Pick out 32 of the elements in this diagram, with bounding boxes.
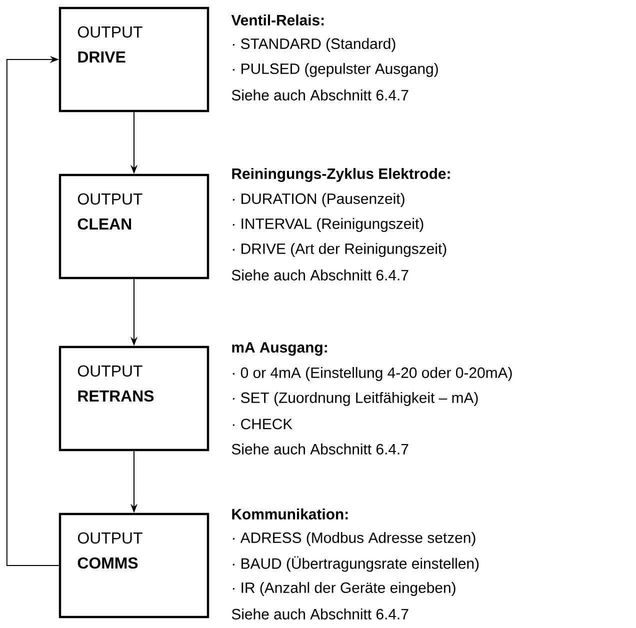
description-line: · DURATION (Pausenzeit)	[232, 193, 404, 207]
description-line: Siehe auch Abschnitt 6.4.7	[232, 90, 408, 100]
section-heading: Kommunikation:	[232, 508, 348, 520]
box-label: COMMS	[78, 557, 138, 569]
box-label: OUTPUT	[78, 532, 142, 544]
description-line: Siehe auch Abschnitt 6.4.7	[232, 608, 408, 620]
description-line: · IR (Anzahl der Geräte eingeben)	[232, 582, 456, 596]
description-line: · INTERVAL (Reinigungszeit)	[232, 218, 424, 232]
description-line: · 0 or 4mA (Einstellung 4-20 oder 0-20mA)	[232, 367, 512, 381]
box-label: OUTPUT	[78, 365, 142, 377]
description-line: · DRIVE (Art der Reinigungszeit)	[232, 243, 446, 257]
box-label: DRIVE	[78, 52, 126, 62]
section-heading: Reiningungs-Zyklus Elektrode:	[232, 168, 450, 182]
box-label: OUTPUT	[78, 26, 142, 38]
description-line: · STANDARD (Standard)	[232, 38, 396, 52]
description-line: · BAUD (Übertragungsrate einstellen)	[232, 556, 479, 572]
description-line: Siehe auch Abschnitt 6.4.7	[232, 270, 408, 280]
process-box	[58, 6, 210, 112]
process-box	[58, 512, 210, 618]
section-heading: mA Ausgang:	[232, 342, 327, 356]
box-label: RETRANS	[78, 390, 154, 402]
box-label: OUTPUT	[78, 193, 142, 205]
description-line: Siehe auch Abschnitt 6.4.7	[232, 444, 408, 454]
arrow	[6, 56, 60, 566]
box-label: CLEAN	[78, 218, 132, 230]
section-heading: Ventil-Relais:	[231, 14, 324, 26]
description-line: · SET (Zuordnung Leitfähigkeit – mA)	[232, 392, 478, 406]
description-line: · PULSED (gepulster Ausgang)	[232, 63, 438, 77]
description-line: · ADRESS (Modbus Adresse setzen)	[232, 532, 476, 546]
description-line: · CHECK	[232, 418, 292, 430]
process-box	[58, 174, 210, 280]
process-box	[58, 346, 210, 452]
